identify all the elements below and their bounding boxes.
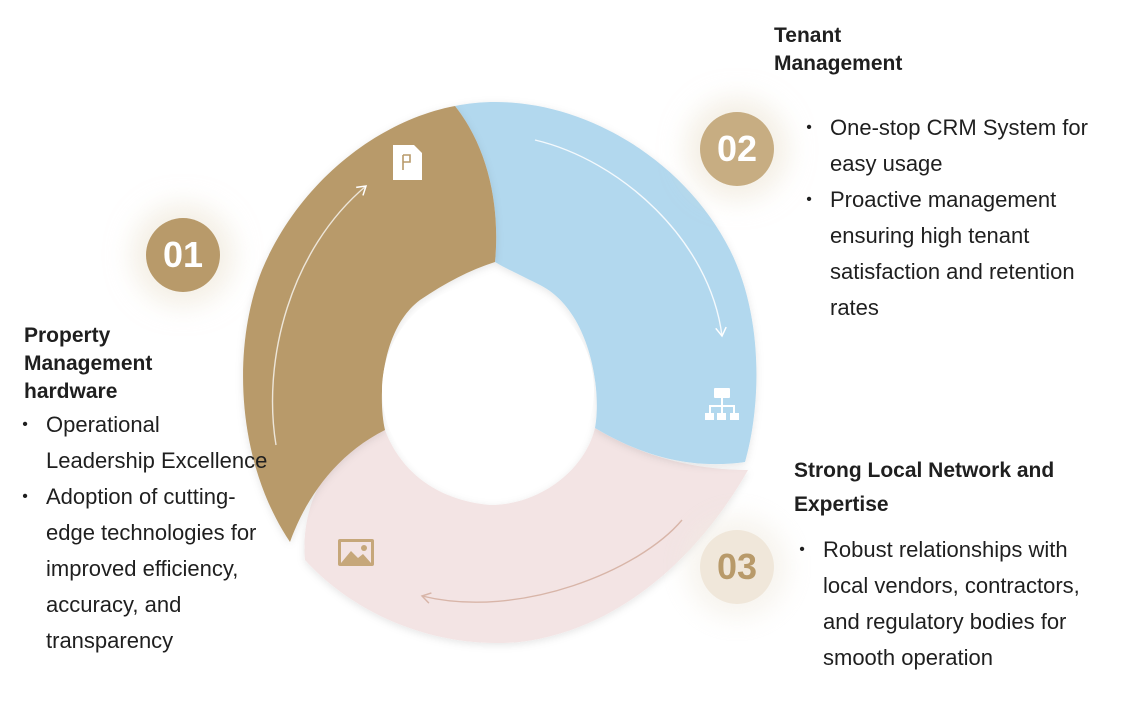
flow-arrow-2: [534, 139, 727, 338]
step-2-bullet-1: • One-stop CRM System for easy usage: [802, 110, 1112, 182]
step-2-bullet-2-text: Proactive management ensuring high tenan…: [830, 187, 1075, 320]
image-icon: [338, 539, 374, 566]
bullet-dot: •: [806, 119, 812, 136]
flow-arrow-3: [420, 519, 683, 604]
step-1-bullet-list: • Operational Leadership Excellence • Adop…: [18, 407, 268, 659]
segment-3: [304, 428, 748, 644]
step-3-bullet-1: • Robust relationships with local vendors…: [795, 532, 1115, 676]
step-1-bullet-1-text: Operational Leadership Excellence: [46, 412, 268, 473]
step-2-bullet-1-text: One-stop CRM System for easy usage: [830, 115, 1088, 176]
document-icon: [393, 145, 422, 180]
step-1-bullet-2: • Adoption of cutting-edge technologies f…: [18, 479, 268, 659]
step-badge-02: 02: [700, 112, 774, 186]
bullet-dot: •: [22, 488, 28, 505]
step-3-bullet-1-text: Robust relationships with local vendors,…: [823, 537, 1080, 670]
flow-arrow-1: [271, 185, 368, 446]
bullet-dot: •: [806, 191, 812, 208]
segment-1: [243, 106, 497, 542]
step-3-bullet-list: • Robust relationships with local vendors…: [795, 532, 1115, 676]
segment-2: [455, 102, 757, 465]
step-1-bullet-1: • Operational Leadership Excellence: [18, 407, 268, 479]
org-chart-icon: [705, 388, 739, 420]
step-2-title: Tenant Management: [774, 24, 903, 75]
center-hole: [382, 284, 594, 496]
step-badge-01: 01: [146, 218, 220, 292]
step-1-title: Property Management hardware: [24, 324, 153, 403]
bullet-dot: •: [799, 541, 805, 558]
step-3-title: Strong Local Network and Expertise: [794, 459, 1055, 516]
step-1-bullet-2-text: Adoption of cutting-edge technologies fo…: [46, 484, 257, 653]
step-2-bullet-2: • Proactive management ensuring high tena…: [802, 182, 1112, 326]
bullet-dot: •: [22, 416, 28, 433]
step-2-bullet-list: • One-stop CRM System for easy usage • Pro…: [802, 110, 1112, 326]
step-badge-03: 03: [700, 530, 774, 604]
